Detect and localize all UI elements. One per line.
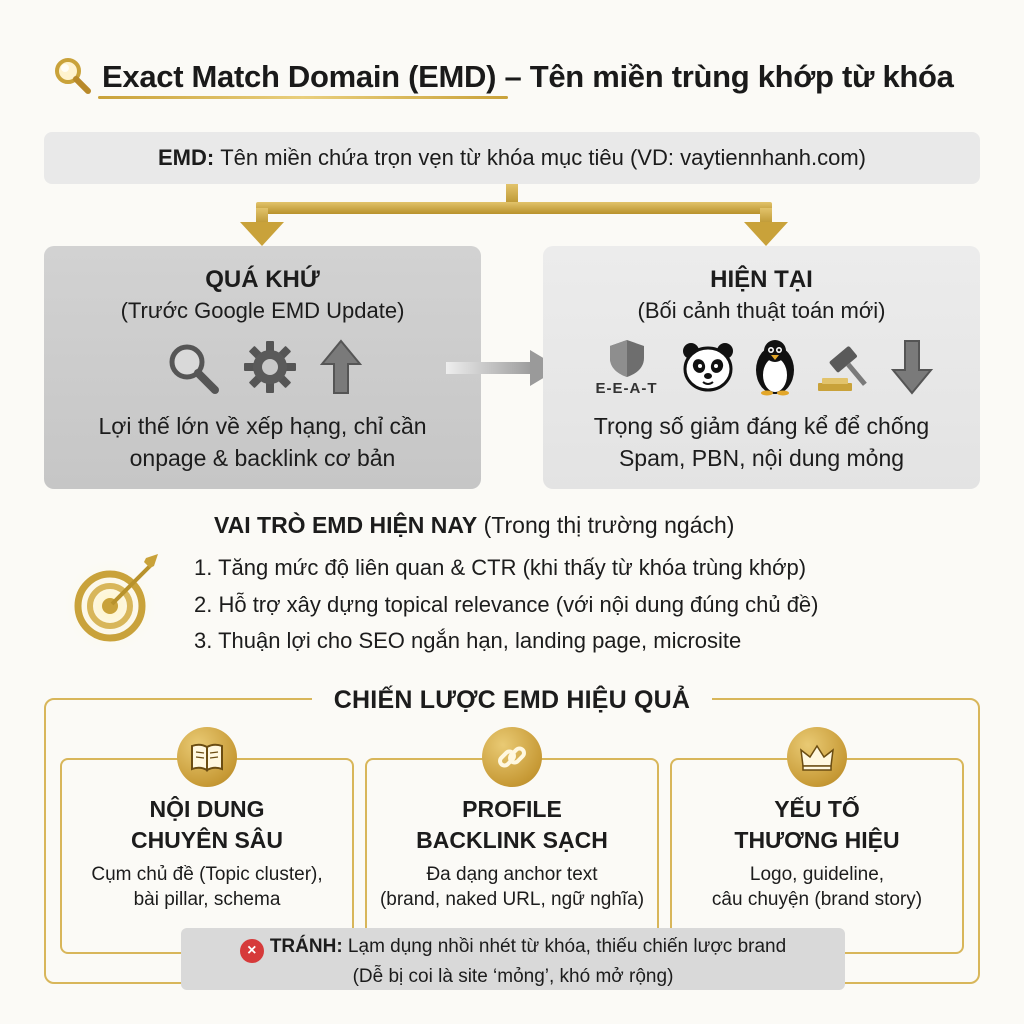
card-desc-line2: (brand, naked URL, ngữ nghĩa) [379,889,645,910]
gavel-icon [814,339,874,400]
link-icon [482,727,542,787]
crown-icon [787,727,847,787]
past-body-line2: onpage & backlink cơ bản [129,445,396,471]
present-heading: HIỆN TẠI [710,266,813,293]
magnifier-icon [52,55,92,100]
warning-text: Lạm dụng nhồi nhét từ khóa, thiếu chiến … [342,936,787,957]
search-icon [163,338,221,401]
connector-left-stem [256,208,268,226]
past-body: Lợi thế lớn về xếp hạng, chỉ cần onpage … [64,410,461,474]
connector-right-arrowhead [744,222,788,246]
gear-icon [241,338,299,401]
page-header: Exact Match Domain (EMD) – Tên miền trùn… [52,50,954,104]
arrow-down-icon [890,338,934,401]
eeat-label: E-E-A-T [595,380,658,397]
page-title: Exact Match Domain (EMD) – Tên miền trùn… [102,59,954,94]
card-desc-line1: Cụm chủ đề (Topic cluster), [91,864,323,885]
present-body-line1: Trọng số giảm đáng kể để chống [593,413,930,439]
role-title-rest: (Trong thị trường ngách) [477,512,735,538]
role-list: 1. Tăng mức độ liên quan & CTR (khi thấy… [194,550,819,660]
definition-label: EMD: [158,145,215,170]
card-desc-line1: Logo, guideline, [749,864,885,885]
card-title: PROFILE BACKLINK SẠCH [367,794,657,856]
connector-right-stem [760,208,772,226]
card-desc-line2: bài pillar, schema [133,889,281,910]
card-title-line2: THƯƠNG HIỆU [734,827,900,853]
strategy-title: CHIẾN LƯỢC EMD HIỆU QUẢ [312,680,712,720]
past-icons [44,338,481,400]
present-panel: HIỆN TẠI (Bối cảnh thuật toán mới) E-E-A… [543,246,980,489]
card-description: Logo, guideline, câu chuyện (brand story… [672,862,962,912]
target-icon [60,548,170,663]
present-subheading: (Bối cảnh thuật toán mới) [637,298,886,323]
role-item-2: 2. Hỗ trợ xây dựng topical relevance (vớ… [194,591,819,617]
book-icon [177,727,237,787]
panda-icon [680,340,736,399]
past-body-line1: Lợi thế lớn về xếp hạng, chỉ cần [98,413,427,439]
card-title-line1: YẾU TỐ [774,796,860,822]
past-subheading: (Trước Google EMD Update) [120,298,405,323]
past-heading: QUÁ KHỨ [205,266,320,293]
definition-box: EMD: Tên miền chứa trọn vẹn từ khóa mục … [44,132,980,184]
strategy-card-content: NỘI DUNG CHUYÊN SÂU Cụm chủ đề (Topic cl… [60,758,354,954]
present-body: Trọng số giảm đáng kể để chống Spam, PBN… [563,410,960,474]
card-desc-line2: câu chuyện (brand story) [711,889,923,910]
strategy-card-brand: YẾU TỐ THƯƠNG HIỆU Logo, guideline, câu … [670,758,964,954]
card-title-line2: CHUYÊN SÂU [130,827,284,853]
card-title-line2: BACKLINK SẠCH [416,827,608,853]
warning-box: ×TRÁNH: Lạm dụng nhồi nhét từ khóa, thiế… [181,928,845,990]
card-title-line1: PROFILE [462,796,562,822]
card-desc-line1: Đa dạng anchor text [426,864,598,885]
connector-bar [256,202,772,214]
card-description: Đa dạng anchor text (brand, naked URL, n… [367,862,657,912]
role-item-1: 1. Tăng mức độ liên quan & CTR (khi thấy… [194,555,807,580]
role-title: VAI TRÒ EMD HIỆN NAY (Trong thị trường n… [214,512,734,539]
warning-label: TRÁNH: [269,936,343,957]
warning-line2: (Dễ bị coi là site ‘mỏng’, khó mở rộng) [352,966,674,987]
card-title-line1: NỘI DUNG [149,796,265,822]
connector-left-arrowhead [240,222,284,246]
strategy-card-backlink: PROFILE BACKLINK SẠCH Đa dạng anchor tex… [365,758,659,954]
role-item-3: 3. Thuận lợi cho SEO ngắn hạn, landing p… [194,628,742,653]
card-title: NỘI DUNG CHUYÊN SÂU [62,794,352,856]
penguin-icon [752,338,798,401]
present-body-line2: Spam, PBN, nội dung mỏng [618,445,905,471]
title-underline [98,96,508,99]
role-title-bold: VAI TRÒ EMD HIỆN NAY [214,512,478,538]
connector-stem [506,184,518,206]
shield-icon: E-E-A-T [590,338,664,400]
warning-line1: ×TRÁNH: Lạm dụng nhồi nhét từ khóa, thiế… [181,933,845,963]
definition-text: Tên miền chứa trọn vẹn từ khóa mục tiêu … [220,145,866,170]
past-panel: QUÁ KHỨ (Trước Google EMD Update) [44,246,481,489]
close-x-icon: × [239,939,264,963]
arrow-up-icon [319,338,363,401]
card-title: YẾU TỐ THƯƠNG HIỆU [672,794,962,856]
card-description: Cụm chủ đề (Topic cluster), bài pillar, … [62,862,352,912]
present-icons: E-E-A-T [543,338,980,400]
